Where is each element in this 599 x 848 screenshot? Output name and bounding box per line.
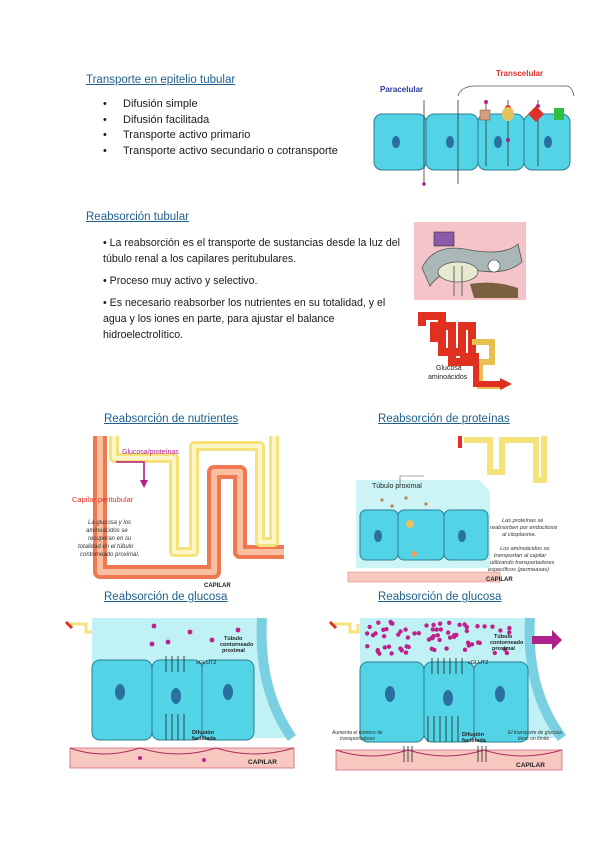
section-heading-reabsorcion: Reabsorción tubular — [86, 211, 189, 223]
panel-heading-proteinas: Reabsorción de proteínas — [378, 413, 510, 425]
nutrientes-figure: Glucosa/proteínas Capilar peritubular La… — [72, 436, 284, 589]
glucosa1-cells — [91, 659, 255, 741]
panel-heading-glucosa-2: Reabsorción de glucosa — [378, 591, 502, 603]
caption-line: tiene un límite — [518, 736, 549, 742]
membrane-transporters — [479, 106, 564, 122]
label-line: contorneado — [490, 640, 524, 646]
label-line: Difusión — [192, 730, 215, 736]
glucosa-label: Glucosa — [436, 365, 462, 372]
list-item: Difusión simple — [103, 97, 338, 113]
transport-arrow — [116, 461, 145, 484]
caption-line: El transporte de glucosa — [508, 730, 562, 736]
list-item: Difusión facilitada — [103, 113, 338, 129]
caption-line: aminoácidos se — [86, 528, 128, 534]
caption-line: contorneado proximal. — [80, 552, 139, 558]
label-line: facilitada — [192, 736, 217, 742]
sglut-label: sGLUT2 — [468, 660, 488, 666]
epithelial-cells — [373, 113, 571, 171]
label-line: facilitada — [462, 738, 487, 744]
caption-line: Aumenta el número de — [331, 730, 383, 736]
nutrientes-caption: La glucosa y los aminoácidos se recupera… — [78, 520, 139, 558]
label-line: contorneado — [220, 642, 254, 648]
caption-line: Las proteínas se — [502, 518, 543, 524]
arrow-right-icon — [532, 630, 562, 650]
tubulo-label: Túbulo contorneado proximal — [490, 634, 524, 652]
transcelular-label: Transcelular — [496, 69, 543, 78]
right-caption: El transporte de glucosa tiene un límite — [508, 730, 562, 742]
paracelular-label: Paracelular — [380, 85, 423, 94]
list-item: Transporte activo primario — [103, 128, 338, 144]
tubulo-proximal-label: Túbulo proximal — [372, 483, 422, 490]
reabsorcion-text: • La reabsorción es el transporte de sus… — [103, 235, 403, 343]
capillary — [347, 571, 501, 583]
label-line: Túbulo — [494, 634, 513, 640]
caption-line: al citoplasma. — [502, 532, 536, 538]
list-item: Transporte activo secundario o cotranspo… — [103, 144, 338, 160]
panel-heading-glucosa-1: Reabsorción de glucosa — [104, 591, 228, 603]
glucosa-proteinas-label: Glucosa/proteínas — [122, 449, 179, 456]
label-line: proximal — [222, 648, 245, 654]
glucosa-figure-2: sGLUT2 Túbulo contorneado proximal Difus… — [328, 617, 567, 771]
glucose-molecules — [364, 619, 512, 656]
difusion-label: Difusión facilitada — [192, 730, 217, 742]
difusion-label: Difusión facilitada — [462, 732, 487, 744]
caption-line: específicos (permeasas) — [488, 567, 549, 573]
left-caption: Aumenta el número de transportadores — [331, 730, 383, 742]
capilar-label: CAPILAR — [248, 759, 277, 766]
proteinas-figure: Túbulo proximal CAPILAR Las proteínas se… — [347, 436, 558, 583]
caption-line: transportan al capilar — [494, 553, 547, 559]
caption-line: Los aminoácidos se — [500, 546, 549, 552]
epithelium-transport-figure: Paracelular Transcelular — [373, 69, 575, 186]
glucose-tube-figure: Glucosa aminoácidos — [418, 312, 512, 390]
glucosa2-cells — [359, 661, 529, 743]
section-heading-transporte: Transporte en epitelio tubular — [86, 74, 236, 86]
label-line: Túbulo — [224, 636, 243, 642]
glucosa-figure-1: sGLUT2 Túbulo contorneado proximal Difus… — [64, 617, 298, 769]
paragraph: • Proceso muy activo y selectivo. — [103, 275, 258, 287]
label-line: proximal — [492, 646, 515, 652]
proteinas-cells — [359, 496, 489, 561]
tubule — [464, 436, 547, 483]
paragraph: • La reabsorción es el transporte de sus… — [103, 237, 400, 265]
glucose-transporters — [427, 658, 463, 742]
panel-heading-nutrientes: Reabsorción de nutrientes — [104, 413, 239, 425]
glucose-transporters — [165, 656, 185, 740]
capilar-label: CAPILAR — [204, 583, 231, 589]
caption-line: totalidad en el túbulo — [78, 544, 134, 550]
caption-line: recuperan en su — [88, 536, 132, 542]
caption-line: La glucosa y los — [88, 520, 131, 526]
capilar-label: CAPILAR — [516, 762, 545, 769]
capilar-label: CAPILAR — [486, 577, 513, 583]
glucose-molecules — [149, 623, 241, 647]
paragraph: • Es necesario reabsorber los nutrientes… — [103, 297, 386, 341]
caption-line: utilizando transportadores — [490, 560, 555, 566]
proteinas-caption: Las proteínas se reabsorben por endocito… — [488, 518, 558, 573]
transport-types-list: Difusión simple Difusión facilitada Tran… — [103, 97, 338, 159]
capilar-peritubular-label: Capilar peritubular — [72, 495, 134, 504]
transcelular-brace — [457, 85, 575, 97]
caption-line: transportadores — [340, 736, 376, 742]
reabsorption-cartoon-image — [414, 222, 526, 300]
sglut-label: sGLUT2 — [196, 660, 216, 666]
label-line: Difusión — [462, 732, 485, 738]
aminoacidos-label: aminoácidos — [428, 374, 468, 381]
caption-line: reabsorben por endocitosis — [490, 525, 558, 531]
tubulo-label: Túbulo contorneado proximal — [220, 636, 254, 654]
